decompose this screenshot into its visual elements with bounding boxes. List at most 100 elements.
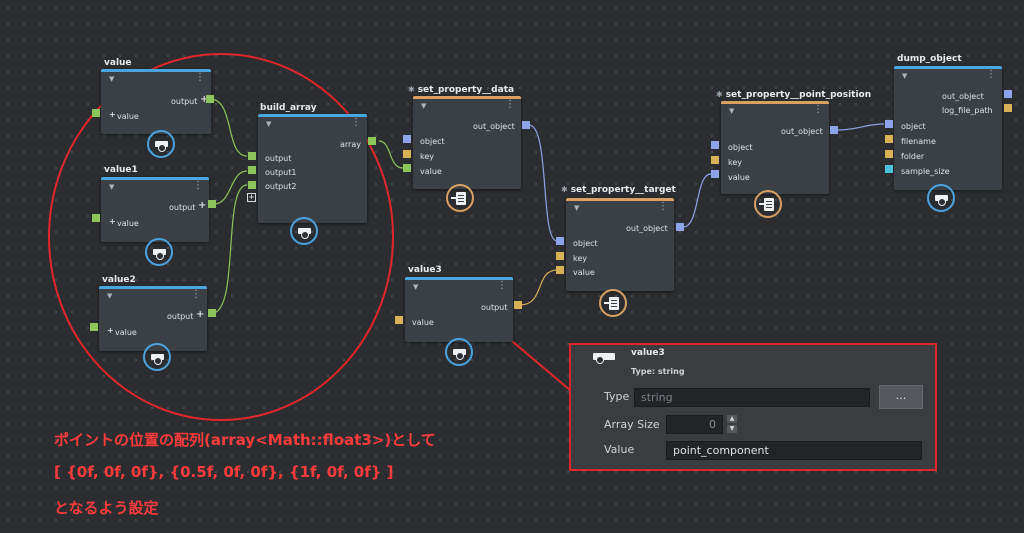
wire-value3-target <box>519 269 558 306</box>
type-field[interactable]: string <box>634 388 870 407</box>
node-value3[interactable]: ▼ ⋮ output value <box>405 277 513 366</box>
port-label-out-object: out_object <box>626 224 668 233</box>
node-title-set-property-target: ✱set_property__target <box>561 185 676 195</box>
pin-dump-in-filename[interactable] <box>885 135 893 143</box>
collapse-icon[interactable]: ▼ <box>574 204 580 212</box>
pin-value2-input[interactable] <box>90 323 98 331</box>
port-label-folder: folder <box>901 152 925 161</box>
camera-icon <box>591 349 619 367</box>
menu-kebab-icon[interactable]: ⋮ <box>195 72 205 83</box>
collapse-icon[interactable]: ▼ <box>266 120 272 128</box>
wire-build-data <box>378 140 404 169</box>
collapse-icon[interactable]: ▼ <box>413 283 419 291</box>
port-label-filename: filename <box>901 137 936 146</box>
annotation-line-1: ポイントの位置の配列(array<Math::float3>)として <box>54 431 436 449</box>
node-dump-object[interactable]: ▼ ⋮ out_object log_file_path object file… <box>894 66 1002 212</box>
pin-dump-in-folder[interactable] <box>885 150 893 158</box>
pin-data-out-object[interactable] <box>522 121 530 129</box>
collapse-icon[interactable]: ▼ <box>107 292 113 300</box>
menu-kebab-icon[interactable]: ⋮ <box>505 99 515 110</box>
add-port-icon[interactable]: + <box>200 94 209 105</box>
add-port-icon[interactable]: + <box>198 200 207 211</box>
wire-value-build <box>209 98 248 157</box>
type-label: Type <box>604 390 630 403</box>
pin-data-in-object[interactable] <box>403 135 411 143</box>
pin-point-in-object[interactable] <box>711 141 719 149</box>
camera-icon <box>445 338 473 366</box>
node-set-property-data[interactable]: ▼ ⋮ out_object object key value <box>413 96 521 212</box>
pin-target-in-key[interactable] <box>556 252 564 260</box>
node-value2[interactable]: ▼ ⋮ output + + value <box>99 286 207 371</box>
add-port-icon[interactable]: + <box>107 326 114 335</box>
node-value1[interactable]: ▼ ⋮ output + + value <box>101 177 209 266</box>
value-field[interactable]: point_component <box>666 441 922 460</box>
menu-kebab-icon[interactable]: ⋮ <box>191 289 201 300</box>
pin-point-in-value[interactable] <box>711 170 719 178</box>
pin-target-in-value[interactable] <box>556 266 564 274</box>
pin-dump-in-object[interactable] <box>885 120 893 128</box>
gear-dot-icon: ✱ <box>408 85 415 94</box>
highlight-ellipse <box>48 53 394 421</box>
menu-kebab-icon[interactable]: ⋮ <box>497 280 507 291</box>
browse-button[interactable]: ... <box>879 385 923 409</box>
collapse-icon[interactable]: ▼ <box>421 102 427 110</box>
collapse-icon[interactable]: ▼ <box>109 75 115 83</box>
node-title-value: value <box>104 58 132 68</box>
port-label-out-object: out_object <box>781 127 823 136</box>
collapse-icon[interactable]: ▼ <box>109 183 115 191</box>
port-label-value: value <box>115 328 137 337</box>
pin-dump-in-sample-size[interactable] <box>885 165 893 173</box>
panel-title: value3 <box>631 348 665 358</box>
pin-dump-out-object[interactable] <box>1004 90 1012 98</box>
add-port-icon[interactable]: + <box>196 309 205 320</box>
pin-value2-output[interactable] <box>208 309 216 317</box>
add-port-icon[interactable]: + <box>109 217 116 226</box>
pin-value1-input[interactable] <box>92 214 100 222</box>
pin-data-in-key[interactable] <box>403 150 411 158</box>
wire-data-target <box>528 124 558 242</box>
port-label-output: output <box>481 303 508 312</box>
camera-icon <box>147 130 175 158</box>
port-label-value: value <box>728 173 750 182</box>
pin-data-in-value[interactable] <box>403 164 411 172</box>
node-title-set-property-data: ✱set_property__data <box>408 85 514 95</box>
pin-build-array-output[interactable] <box>368 137 376 145</box>
pin-build-in-output1[interactable] <box>248 166 256 174</box>
node-value[interactable]: ▼ ⋮ output + + value <box>101 69 211 158</box>
pin-point-in-key[interactable] <box>711 156 719 164</box>
pin-value-input[interactable] <box>92 109 100 117</box>
pin-target-out-object[interactable] <box>676 223 684 231</box>
pin-build-in-output2[interactable] <box>248 181 256 189</box>
node-set-property-target[interactable]: ▼ ⋮ out_object object key value <box>566 198 674 317</box>
node-build-array[interactable]: ▼ ⋮ array output output1 output2 <box>258 114 367 245</box>
pin-value3-input[interactable] <box>395 316 403 324</box>
menu-kebab-icon[interactable]: ⋮ <box>658 201 668 212</box>
add-port-icon[interactable]: + <box>109 110 116 119</box>
collapse-icon[interactable]: ▼ <box>902 72 908 80</box>
panel-subtitle: Type: string <box>631 367 685 376</box>
pin-build-in-output[interactable] <box>248 152 256 160</box>
pin-value-output[interactable] <box>206 95 214 103</box>
pin-value1-output[interactable] <box>208 200 216 208</box>
spinner-up-icon[interactable]: ▲ <box>727 415 737 423</box>
menu-kebab-icon[interactable]: ⋮ <box>986 69 996 80</box>
add-input-icon[interactable]: + <box>247 193 256 202</box>
pin-value3-output[interactable] <box>514 301 522 309</box>
menu-kebab-icon[interactable]: ⋮ <box>813 104 823 115</box>
property-panel: value3 Type: string Type string ... Arra… <box>569 343 937 471</box>
pin-point-out-object[interactable] <box>830 126 838 134</box>
pin-target-in-object[interactable] <box>556 237 564 245</box>
node-title-dump-object: dump_object <box>897 54 962 64</box>
wire-value2-build <box>211 184 248 314</box>
spinner-down-icon[interactable]: ▼ <box>727 425 737 433</box>
array-size-field[interactable]: 0 <box>666 415 723 434</box>
annotation-line-3: となるよう設定 <box>54 499 159 517</box>
node-set-property-point-position[interactable]: ▼ ⋮ out_object object key value <box>721 101 829 218</box>
menu-kebab-icon[interactable]: ⋮ <box>193 180 203 191</box>
document-icon <box>754 190 782 218</box>
title-text: set_property__point_position <box>725 90 872 100</box>
pin-dump-out-log-file-path[interactable] <box>1004 104 1012 112</box>
title-text: set_property__data <box>417 85 515 95</box>
collapse-icon[interactable]: ▼ <box>729 107 735 115</box>
menu-kebab-icon[interactable]: ⋮ <box>351 117 361 128</box>
